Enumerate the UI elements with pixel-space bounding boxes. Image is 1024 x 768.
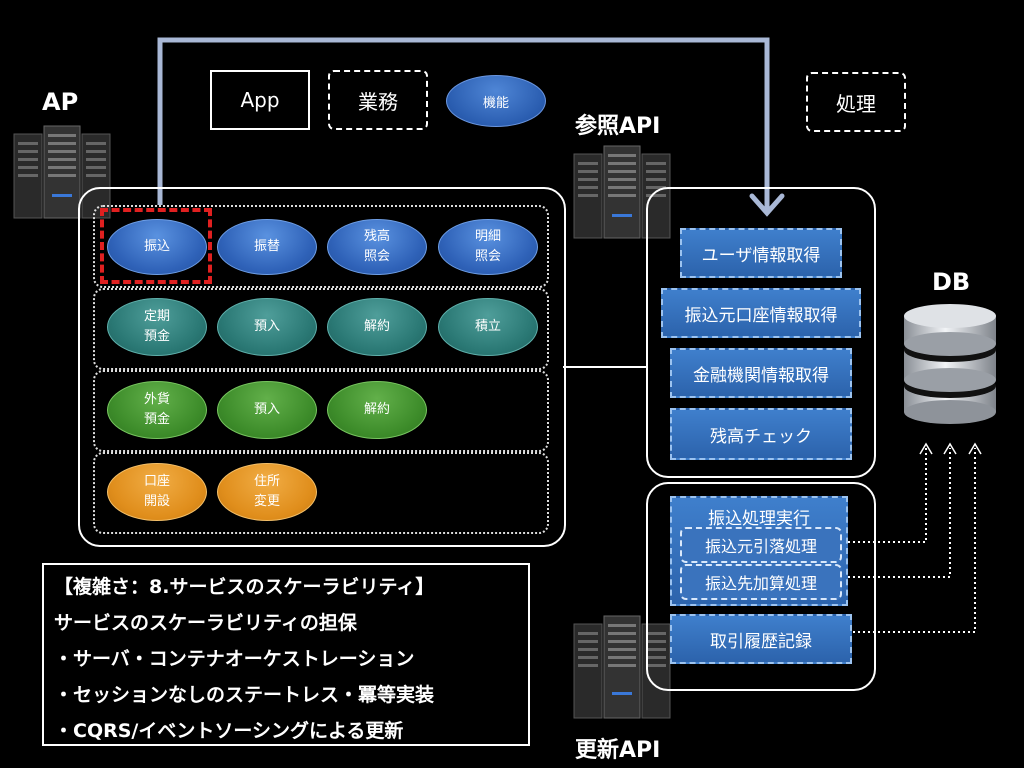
call-arrow — [157, 37, 770, 210]
legend-app: App — [210, 70, 310, 130]
legend-kino: 機能 — [446, 75, 546, 127]
notes-box: 【複雑さ：8.サービスのスケーラビリティ】 サービスのスケーラビリティの担保 ・… — [42, 563, 530, 746]
api-debit-source[interactable]: 振込元引落処理 — [680, 527, 842, 563]
call-arrow-head — [749, 193, 785, 217]
database-icon — [904, 304, 996, 424]
svc-gaika-yokin[interactable]: 外貨預金 — [107, 381, 207, 439]
selected-highlight — [100, 208, 212, 284]
notes-line: サービスのスケーラビリティの担保 — [54, 612, 357, 634]
legend-gyomu: 業務 — [328, 70, 428, 130]
api-credit-dest[interactable]: 振込先加算処理 — [680, 564, 842, 600]
notes-title: 【複雑さ：8.サービスのスケーラビリティ】 — [54, 576, 435, 598]
server-icon — [573, 615, 671, 719]
db-link-3 — [848, 448, 976, 633]
api-bank-info[interactable]: 金融機関情報取得 — [670, 348, 852, 398]
notes-line: ・サーバ・コンテナオーケストレーション — [54, 648, 415, 670]
row-gaika — [93, 370, 549, 452]
svc-jusho-henko[interactable]: 住所変更 — [217, 463, 317, 521]
svc-furikae[interactable]: 振替 — [217, 219, 317, 275]
ref-api-panel — [646, 187, 876, 478]
svc-gaika-kaiyaku[interactable]: 解約 — [327, 381, 427, 439]
svc-furikomi[interactable]: 振込 — [107, 219, 207, 275]
notes-line: ・CQRS/イベントソーシングによる更新 — [54, 720, 404, 742]
svc-gaika-azukeire[interactable]: 預入 — [217, 381, 317, 439]
api-user-info[interactable]: ユーザ情報取得 — [680, 228, 842, 278]
row-koza — [93, 452, 549, 534]
notes-line: ・セッションなしのステートレス・冪等実装 — [54, 684, 435, 706]
row-furikomi — [93, 205, 549, 288]
server-icon — [573, 145, 671, 239]
svc-meisai-shokai[interactable]: 明細照会 — [438, 219, 538, 275]
api-source-account-info[interactable]: 振込元口座情報取得 — [661, 288, 861, 338]
svc-koza-kaisetsu[interactable]: 口座開設 — [107, 463, 207, 521]
svc-tsumitate[interactable]: 積立 — [438, 298, 538, 356]
db-link-2 — [848, 448, 951, 578]
svc-zandaka-shokai[interactable]: 残高照会 — [327, 219, 427, 275]
ref-api-label: 参照API — [575, 114, 661, 139]
upd-api-panel — [646, 482, 876, 691]
svc-teiki-azukeire[interactable]: 預入 — [217, 298, 317, 356]
api-transaction-history[interactable]: 取引履歴記録 — [670, 614, 852, 664]
legend-shori: 処理 — [806, 72, 906, 132]
row-teiki — [93, 288, 549, 370]
server-icon — [13, 125, 111, 219]
db-label: DB — [932, 268, 971, 296]
api-balance-check[interactable]: 残高チェック — [670, 408, 852, 460]
svc-teiki-kaiyaku[interactable]: 解約 — [327, 298, 427, 356]
upd-api-label: 更新API — [575, 738, 661, 763]
ap-panel — [78, 187, 566, 547]
svc-teiki-yokin[interactable]: 定期預金 — [107, 298, 207, 356]
ap-label: AP — [42, 88, 79, 116]
